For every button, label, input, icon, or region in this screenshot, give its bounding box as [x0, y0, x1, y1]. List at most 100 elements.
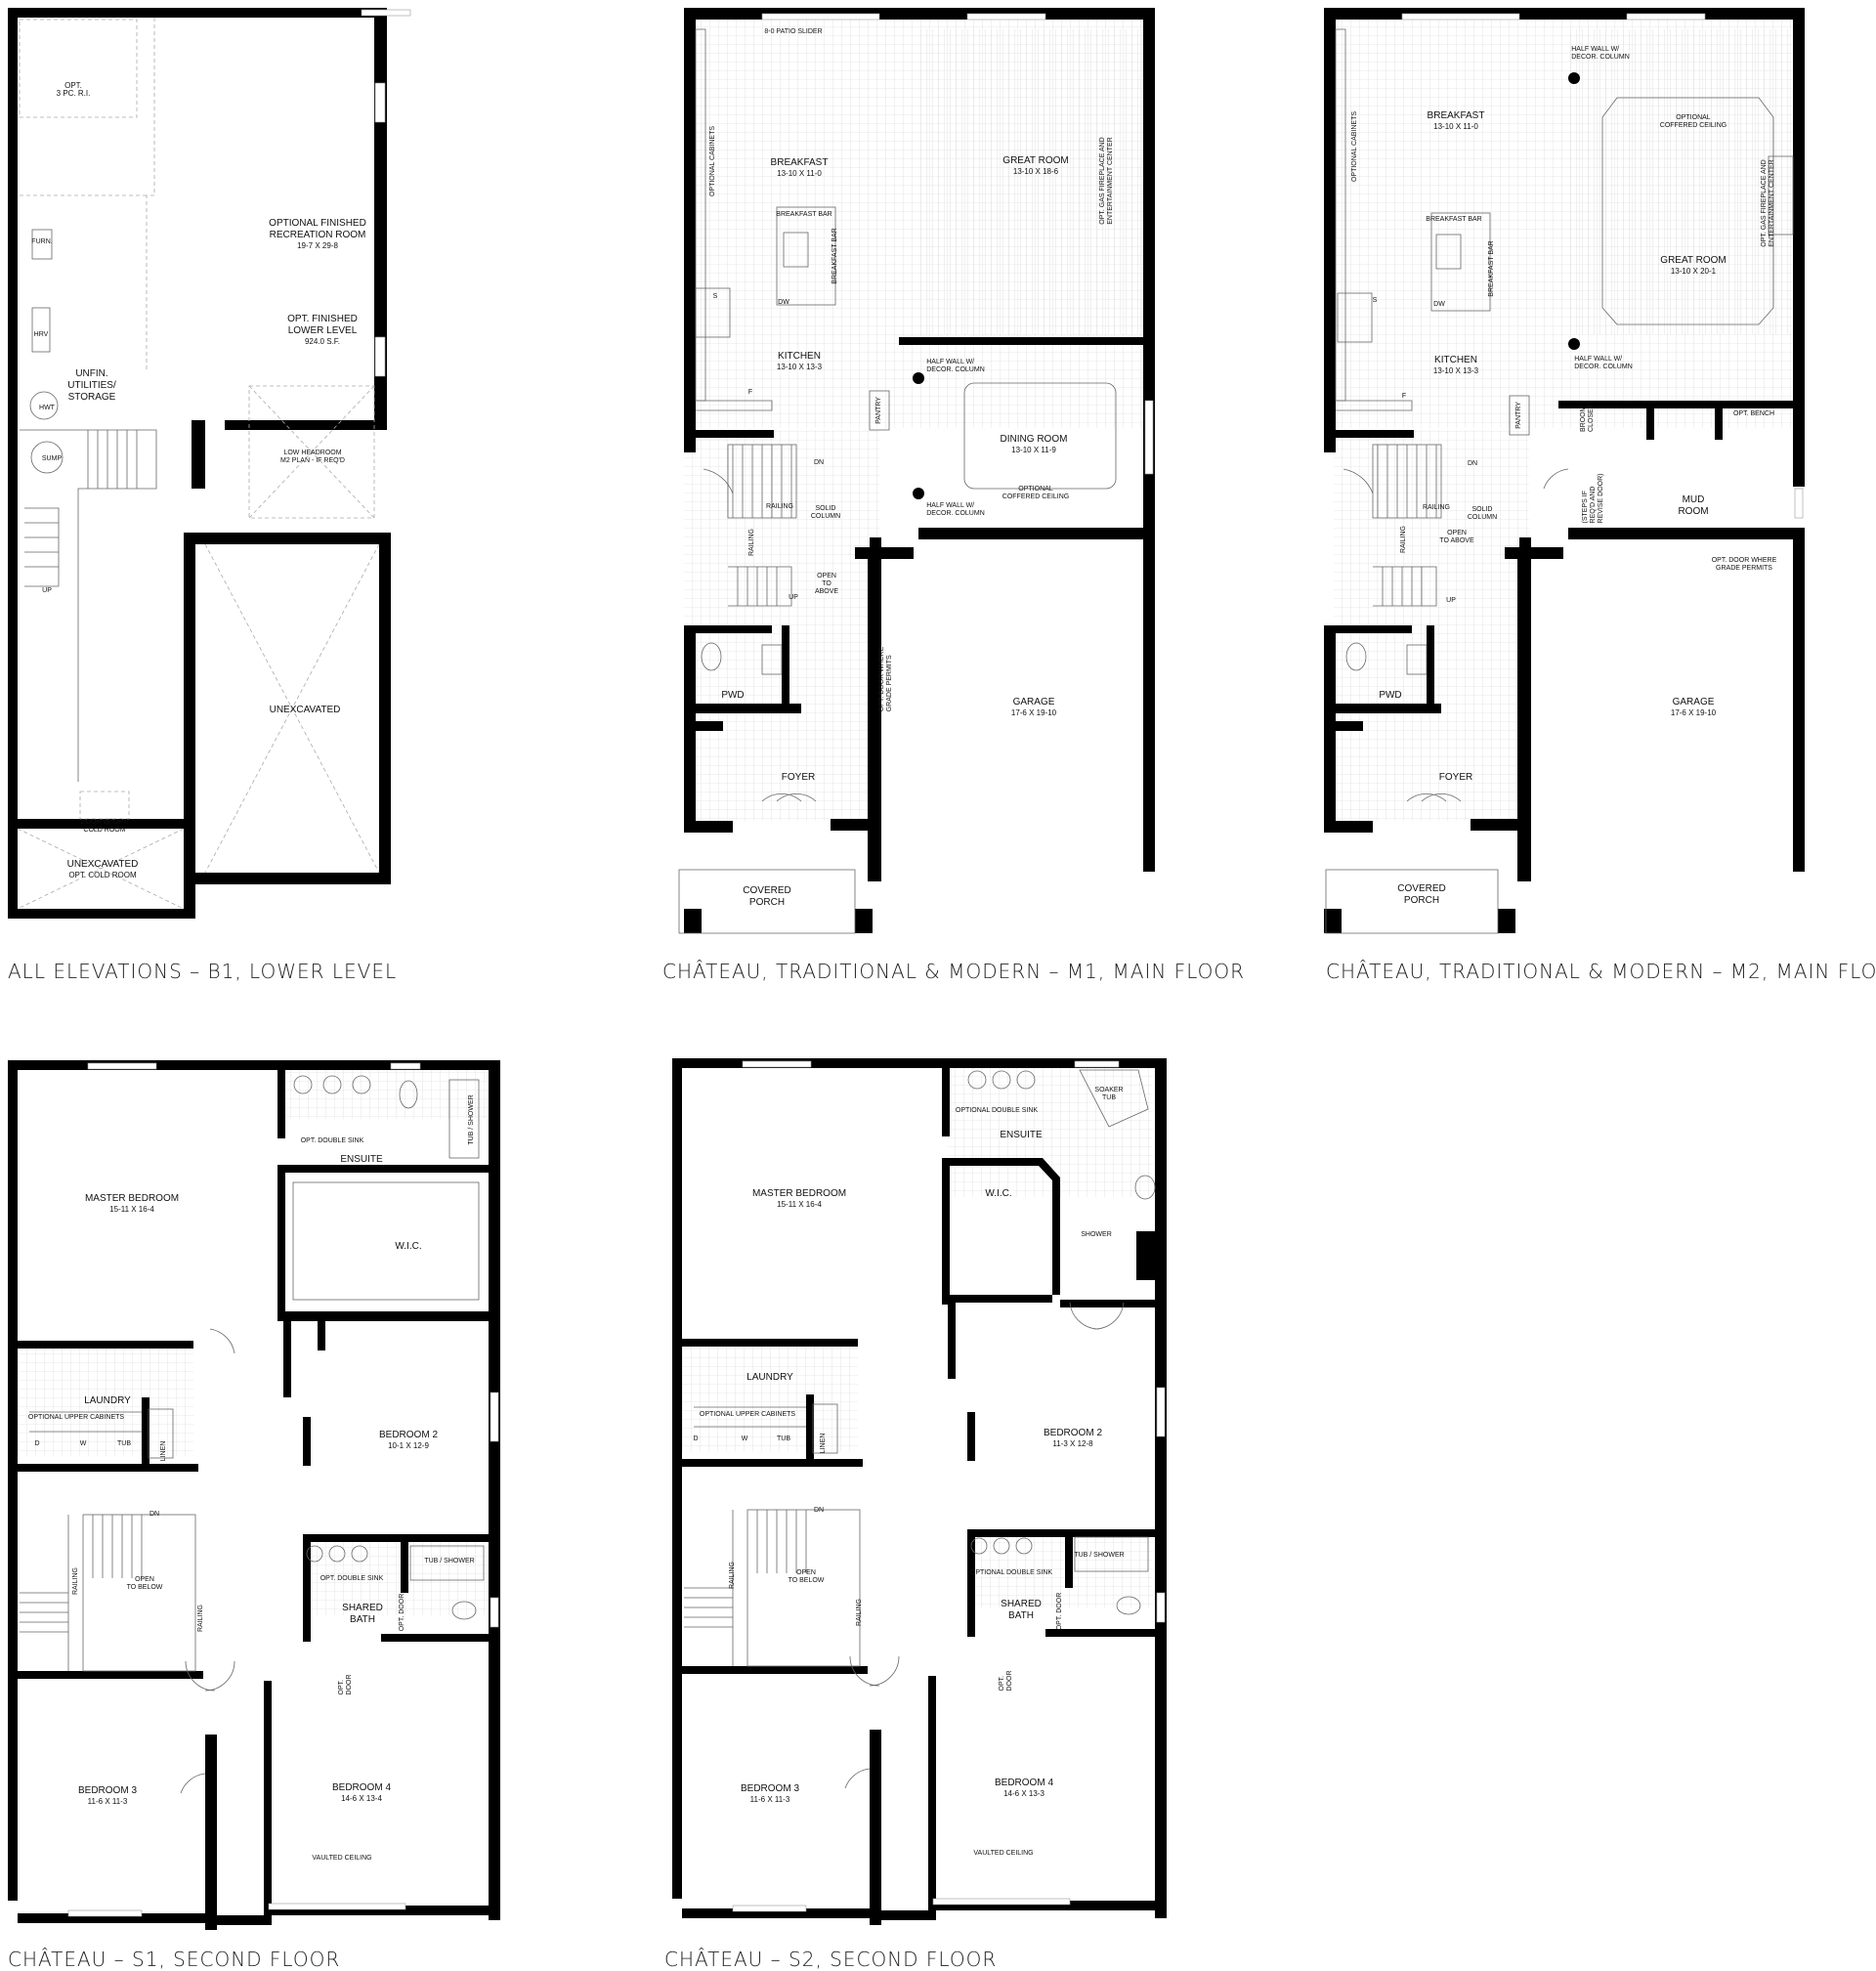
- s2-shower-label: SHOWER: [1081, 1231, 1112, 1238]
- caption-b1: ALL ELEVATIONS – B1, LOWER LEVEL: [8, 960, 398, 983]
- m1-fireplace-label: OPT. GAS FIREPLACE AND ENTERTAINMENT CEN…: [1099, 137, 1114, 225]
- m1-railing-label: RAILING: [765, 503, 794, 510]
- m2-optional-cabinets-label: OPTIONAL CABINETS: [1351, 110, 1358, 183]
- m2-steps-label: (STEPS IF REQ'D AND REVISE DOOR): [1582, 473, 1604, 524]
- s1-walls: [8, 1060, 500, 1930]
- s1-tub-shower-label: TUB / SHOWER: [468, 1094, 475, 1145]
- s2-opt-door-2-label: OPT. DOOR: [999, 1670, 1013, 1692]
- s1-shared-bath-label: SHARED BATH: [342, 1603, 383, 1625]
- s2-bedroom-3-dim: 11-6 x 11-3: [749, 1795, 790, 1804]
- b1-unexcavated-label: UNEXCAVATED: [269, 705, 341, 715]
- s2-optional-double-sink-label: OPTIONAL DOUBLE SINK: [955, 1107, 1039, 1114]
- b1-lower-level-label: OPT. FINISHED LOWER LEVEL 924.0 S.F.: [287, 314, 358, 347]
- s2-open-to-below-label: OPEN TO BELOW: [788, 1569, 825, 1584]
- m2-half-wall-1-label: HALF WALL W/ DECOR. COLUMN: [1571, 46, 1630, 61]
- b1-hwt-label: HWT: [39, 405, 55, 411]
- m2-mud-room-label: MUD ROOM: [1678, 494, 1709, 517]
- s2-soaker-tub-label: SOAKER TUB: [1094, 1087, 1124, 1101]
- m2-great-room-name: GREAT ROOM: [1660, 255, 1727, 266]
- s1-wic-label: W.I.C.: [395, 1241, 422, 1252]
- s2-laundry-label: LAUNDRY: [746, 1372, 793, 1383]
- s2-walls: [672, 1058, 1167, 1925]
- m2-pantry-label: PANTRY: [1515, 402, 1522, 429]
- m2-walls: [1324, 8, 1805, 934]
- m1-breakfast-bar-label: BREAKFAST BAR: [776, 211, 832, 218]
- s2-wic-label: W.I.C.: [985, 1188, 1012, 1199]
- m1-kitchen-dim: 13-10 x 13-3: [776, 363, 823, 371]
- plan-b1-lower-level: OPT. 3 PC. R.I. OPTIONAL FINISHED RECREA…: [0, 0, 508, 938]
- m2-kitchen-name: KITCHEN: [1434, 355, 1477, 365]
- s2-master-bedroom-dim: 15-11 x 16-4: [777, 1200, 822, 1209]
- s1-railing-2-label: RAILING: [197, 1604, 204, 1633]
- plan-m2-main-floor: BREAKFAST 13-10 x 11-0 HALF WALL W/ DECO…: [1324, 0, 1832, 948]
- s2-dn-label: DN: [813, 1507, 825, 1514]
- s2-ensuite-label: ENSUITE: [1000, 1130, 1043, 1140]
- b1-walls: [8, 8, 411, 919]
- s2-laundry-tub-label: TUB: [777, 1435, 790, 1442]
- m1-optional-cabinets-label: OPTIONAL CABINETS: [709, 125, 716, 197]
- caption-s1: CHÂTEAU – S1, SECOND FLOOR: [8, 1948, 341, 1971]
- m2-breakfast-label: BREAKFAST 13-10 x 11-0: [1428, 110, 1485, 132]
- s2-bedroom-4-name: BEDROOM 4: [994, 1778, 1054, 1788]
- plan-s1-second-floor: OPT. DOUBLE SINK TUB / SHOWER ENSUITE MA…: [0, 1046, 508, 1945]
- m2-up-label: UP: [1446, 597, 1456, 604]
- b1-utilities-label: UNFIN. UTILITIES/ STORAGE: [67, 368, 116, 403]
- s1-bedroom-4-label: BEDROOM 4 14-6 x 13-4: [332, 1782, 391, 1804]
- plan-s2-second-floor: OPTIONAL DOUBLE SINK SOAKER TUB ENSUITE …: [664, 1041, 1172, 1940]
- m1-railing-vertical-label: RAILING: [748, 528, 755, 557]
- plan-m1-main-floor: 8-0 PATIO SLIDER BREAKFAST 13-10 x 11-0 …: [674, 0, 1182, 948]
- s1-laundry-tub-label: TUB: [117, 1440, 131, 1447]
- caption-m1: CHÂTEAU, TRADITIONAL & MODERN – M1, MAIN…: [662, 960, 1246, 983]
- m1-pantry-label: PANTRY: [875, 397, 882, 424]
- b1-furn-label: FURN.: [31, 238, 53, 245]
- s2-bedroom-2-dim: 11-3 x 12-8: [1052, 1439, 1093, 1448]
- m2-solid-column-label: SOLID COLUMN: [1467, 506, 1498, 521]
- b1-cold-room-name: UNEXCAVATED: [66, 859, 139, 870]
- m1-great-room-dim: 13-10 x 18-6: [1012, 167, 1059, 176]
- m1-pwd-label: PWD: [721, 690, 745, 701]
- m2-dw-label: DW: [1433, 301, 1445, 308]
- s2-optional-double-sink-2-label: OPTIONAL DOUBLE SINK: [969, 1569, 1053, 1576]
- m1-kitchen-label: KITCHEN 13-10 x 13-3: [777, 351, 822, 372]
- m2-foyer-label: FOYER: [1438, 772, 1473, 783]
- b1-lower-level-name: OPT. FINISHED LOWER LEVEL: [287, 314, 358, 336]
- m1-breakfast-name: BREAKFAST: [770, 157, 829, 168]
- m1-solid-column-label: SOLID COLUMN: [810, 505, 841, 520]
- s1-opt-double-sink-label: OPT. DOUBLE SINK: [300, 1137, 364, 1144]
- s1-opt-door-2-label: OPT. DOOR: [338, 1674, 353, 1695]
- m2-breakfast-bar-vertical-label: BREAKFAST BAR: [1488, 240, 1495, 297]
- m2-railing-vertical-label: RAILING: [1400, 525, 1407, 554]
- s1-dryer-label: D: [34, 1440, 40, 1447]
- m2-breakfast-name: BREAKFAST: [1427, 110, 1485, 121]
- s2-bedroom-4-dim: 14-6 x 13-3: [1003, 1789, 1045, 1798]
- s1-bedroom-3-label: BEDROOM 3 11-6 x 11-3: [78, 1785, 137, 1807]
- s1-master-bedroom-name: MASTER BEDROOM: [84, 1193, 180, 1204]
- m2-fridge-label: F: [1401, 393, 1407, 400]
- b1-recreation-room-dim: 19-7 x 29-8: [297, 241, 338, 250]
- s1-bedroom-3-name: BEDROOM 3: [77, 1785, 138, 1796]
- s1-ensuite-label: ENSUITE: [340, 1154, 383, 1165]
- m1-dw-label: DW: [778, 299, 789, 306]
- m1-garage-label: GARAGE 17-6 x 19-10: [1011, 697, 1056, 718]
- m2-broom-closet-label: BROOM CLOSET: [1580, 404, 1595, 433]
- m1-breakfast-label: BREAKFAST 13-10 x 11-0: [771, 157, 829, 179]
- m2-opt-door-grade-label: OPT. DOOR WHERE GRADE PERMITS: [1711, 557, 1777, 572]
- caption-s2: CHÂTEAU – S2, SECOND FLOOR: [664, 1948, 998, 1971]
- s1-master-bedroom-label: MASTER BEDROOM 15-11 x 16-4: [85, 1193, 179, 1215]
- b1-recreation-room-label: OPTIONAL FINISHED RECREATION ROOM 19-7 x…: [269, 218, 366, 251]
- m1-opt-door-grade-label: OPT. DOOR WHERE GRADE PERMITS: [878, 646, 893, 712]
- m1-breakfast-bar-vertical-label: BREAKFAST BAR: [831, 228, 838, 284]
- m1-half-wall-1-label: HALF WALL W/ DECOR. COLUMN: [926, 359, 985, 373]
- s1-optional-upper-cabinets-label: OPTIONAL UPPER CABINETS: [27, 1414, 125, 1421]
- b1-up-label: UP: [42, 587, 52, 594]
- s1-railing-1-label: RAILING: [72, 1566, 79, 1596]
- b1-sump-label: SUMP: [41, 455, 63, 462]
- m2-great-room-label: GREAT ROOM 13-10 x 20-1: [1660, 255, 1726, 277]
- m2-garage-label: GARAGE 17-6 x 19-10: [1671, 697, 1716, 718]
- m1-great-room-name: GREAT ROOM: [1002, 155, 1069, 166]
- m1-garage-dim: 17-6 x 19-10: [1010, 708, 1057, 717]
- m2-breakfast-bar-label: BREAKFAST BAR: [1426, 216, 1482, 223]
- s2-dryer-label: D: [693, 1435, 699, 1442]
- b1-lower-level-area: 924.0 S.F.: [304, 337, 341, 346]
- s2-linen-label: LINEN: [820, 1433, 827, 1454]
